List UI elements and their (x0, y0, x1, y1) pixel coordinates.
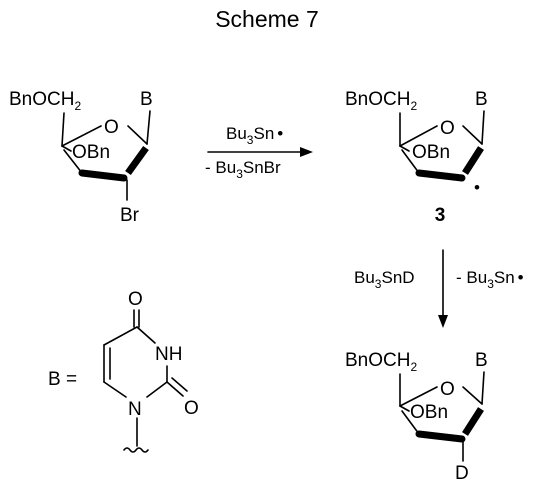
deuterated-product: BnOCH2 B O OBn D (345, 350, 488, 484)
product-bonds (399, 371, 485, 462)
arrow2-byproduct-right: - Bu3Sn• (456, 268, 524, 291)
start-base-label: B (140, 89, 153, 110)
arrow1-reagent-above: Bu3Sn• (226, 124, 283, 147)
start-ring-oxygen: O (104, 117, 119, 138)
radical-base-label: B (475, 89, 488, 110)
radical-intermediate: BnOCH2 B O OBn • 3 (345, 89, 488, 226)
starting-material: BnOCH2 B O OBn Br (9, 89, 153, 226)
uracil-carbonyl-o2: O (184, 398, 199, 419)
uracil-nh: NH (155, 344, 182, 365)
arrow1-byproduct-below: - Bu3SnBr (205, 158, 281, 181)
uracil-bonds (103, 309, 188, 447)
start-substituent: BnOCH2 (9, 89, 81, 113)
product-substituent: BnOCH2 (345, 350, 417, 374)
compound-number-3: 3 (435, 205, 446, 226)
base-definition: B = O NH N O (48, 289, 199, 453)
start-obn: OBn (72, 142, 110, 163)
uracil-carbonyl-o4: O (128, 289, 143, 310)
radical-dot: • (474, 178, 480, 197)
radical-substituent: BnOCH2 (345, 89, 417, 113)
scheme-title: Scheme 7 (215, 6, 319, 32)
attachment-wavy-bond (123, 447, 149, 453)
product-deuterium: D (455, 463, 469, 484)
radical-bonds (399, 110, 485, 182)
base-equals-label: B = (48, 369, 77, 390)
radical-ring-oxygen: O (440, 118, 455, 139)
uracil-n1: N (128, 399, 142, 420)
start-bonds (61, 110, 151, 201)
start-bromine: Br (120, 205, 140, 226)
reaction-arrow-2 (438, 249, 448, 328)
product-ring-oxygen: O (440, 379, 455, 400)
radical-obn: OBn (412, 142, 450, 163)
arrow2-reagent-left: Bu3SnD (354, 268, 415, 291)
product-base-label: B (475, 350, 488, 371)
product-obn: OBn (410, 402, 448, 423)
reaction-arrow-1 (207, 147, 313, 157)
